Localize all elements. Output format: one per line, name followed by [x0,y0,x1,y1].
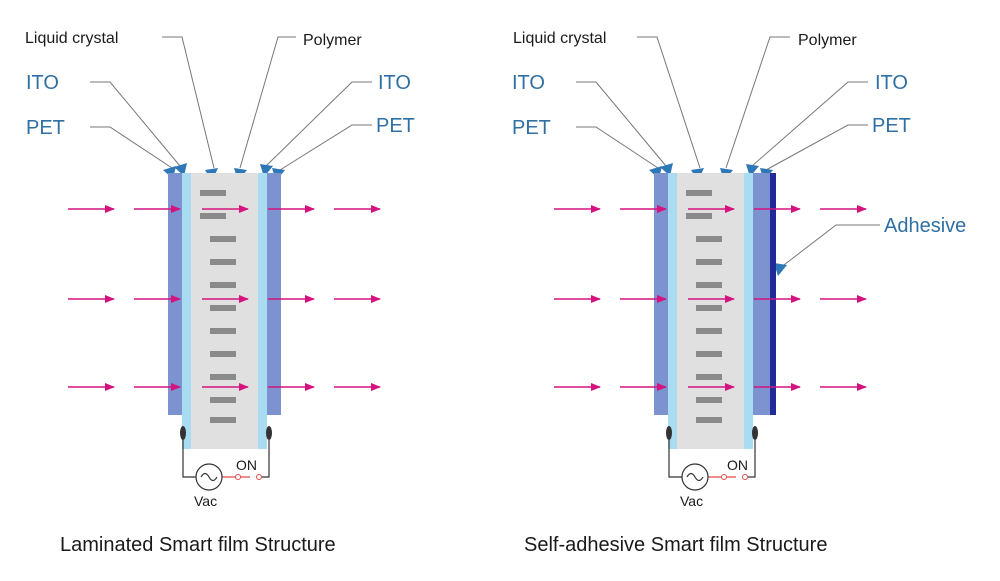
label-vac: Vac [194,493,217,509]
label-pet-left: PET [512,117,551,139]
label-polymer: Polymer [798,32,857,49]
ito-layer-right [744,173,753,449]
power-circuit [666,426,758,491]
label-polymer: Polymer [303,32,362,49]
liquid-crystal-droplets [686,190,722,423]
label-liquid-crystal: Liquid crystal [513,30,606,47]
label-ito-left: ITO [512,72,545,94]
pet-layer-right [267,173,281,415]
label-on: ON [236,457,257,473]
pet-layer-right [753,173,770,415]
caption-laminated: Laminated Smart film Structure [60,534,336,556]
light-arrows [68,205,381,391]
pet-layer-left [168,173,182,415]
leader-lines [576,36,880,269]
ito-layer-right [258,173,267,449]
label-ito-left: ITO [26,72,59,94]
label-on: ON [727,457,748,473]
label-ito-right: ITO [378,72,411,94]
laminated-structure: Liquid crystal Polymer ITO ITO PET PET O… [25,30,415,556]
label-adhesive: Adhesive [884,215,966,237]
leader-lines [90,36,372,171]
label-pet-left: PET [26,117,65,139]
caption-self-adhesive: Self-adhesive Smart film Structure [524,534,827,556]
self-adhesive-structure: Liquid crystal Polymer ITO ITO PET PET A… [512,30,966,556]
ito-layer-left [668,173,677,449]
ito-layer-left [182,173,191,449]
power-circuit [180,426,272,491]
label-vac: Vac [680,493,703,509]
pet-layer-left [654,173,668,415]
label-pet-right: PET [376,115,415,137]
label-pet-right: PET [872,115,911,137]
label-liquid-crystal: Liquid crystal [25,30,118,47]
adhesive-layer [770,173,776,415]
liquid-crystal-droplets [200,190,236,423]
light-arrows [554,205,867,391]
label-ito-right: ITO [875,72,908,94]
